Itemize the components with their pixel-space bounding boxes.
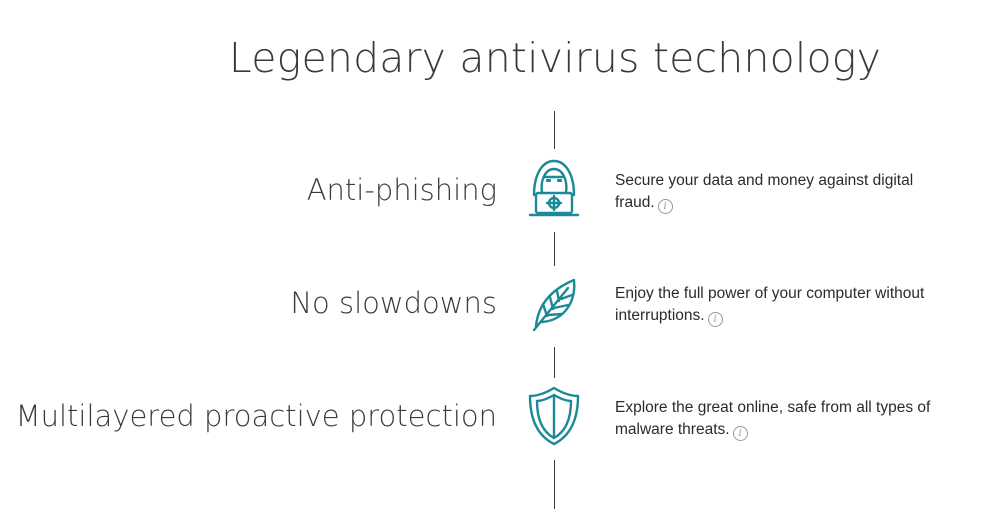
feature-title: Multilayered proactive protection [15,399,497,433]
feature-description-text: Enjoy the full power of your computer wi… [615,285,925,324]
connector-line [554,347,555,378]
feature-description: Explore the great online, safe from all … [615,397,945,441]
feature-title: Anti-phishing [306,173,497,207]
connector-line [554,111,555,149]
feature-description-text: Explore the great online, safe from all … [615,399,931,438]
info-icon[interactable]: i [732,426,748,441]
leaf-icon [522,270,586,334]
connector-line [554,460,555,509]
info-icon[interactable]: i [657,199,673,214]
info-icon[interactable]: i [707,312,723,327]
shield-icon [522,384,586,448]
feature-description: Secure your data and money against digit… [615,170,945,214]
page-title: Legendary antivirus technology [228,34,882,82]
feature-title: No slowdowns [290,286,497,320]
connector-line [554,232,555,266]
hacker-icon [522,155,586,219]
feature-description-text: Secure your data and money against digit… [615,172,914,211]
feature-description: Enjoy the full power of your computer wi… [615,283,945,327]
